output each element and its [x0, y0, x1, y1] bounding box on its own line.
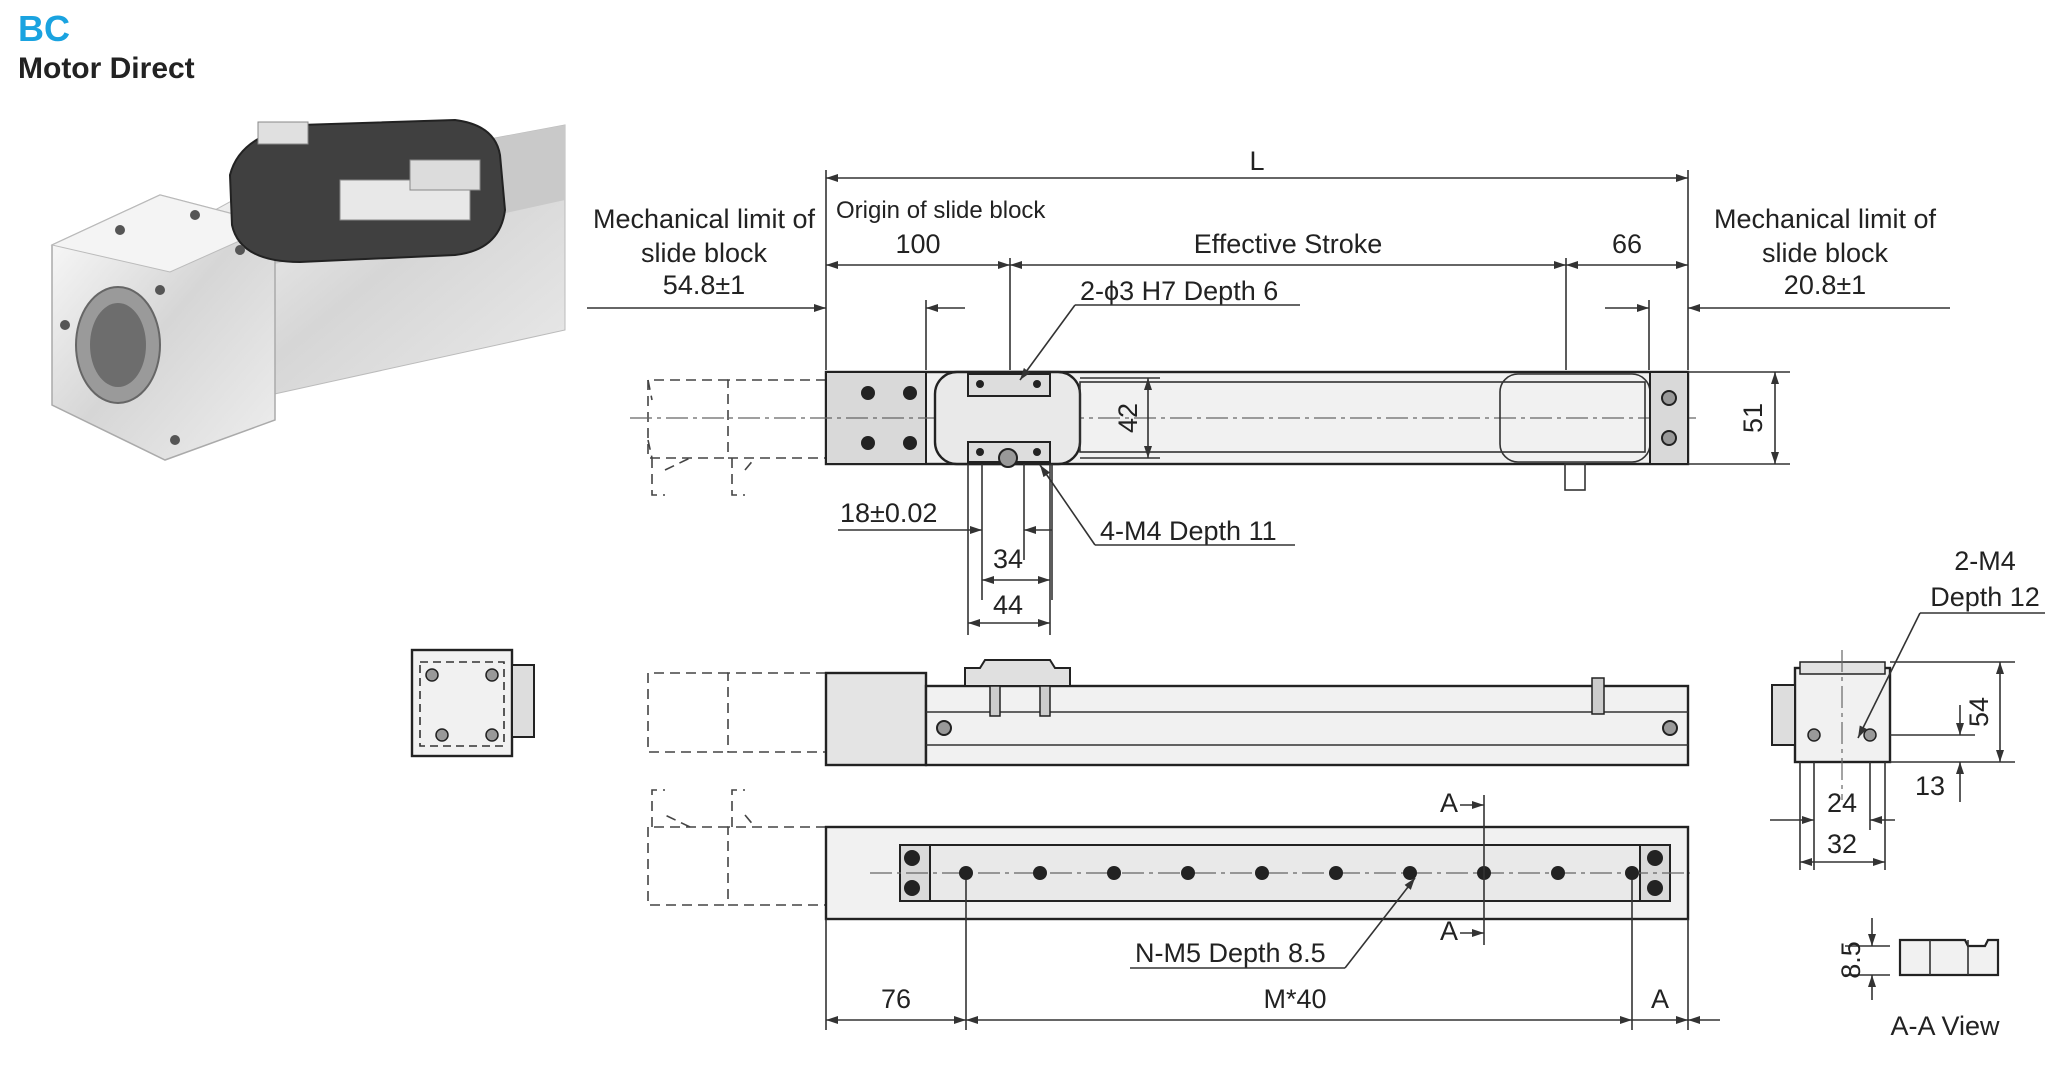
mech-limit-left-2: slide block	[641, 238, 768, 268]
left-end-view	[410, 648, 535, 758]
section-mark-bottom: A	[1440, 916, 1458, 946]
right-end-view: 2-M4 Depth 12 54 13 24 32	[1770, 546, 2045, 870]
dim-L: L	[1249, 146, 1264, 176]
mech-limit-right-val: 20.8±1	[1784, 270, 1866, 300]
series-name: Motor Direct	[18, 52, 195, 85]
dim-pin-pitch: 18±0.02	[840, 498, 937, 528]
section-view-label: A-A View	[1890, 1011, 2000, 1041]
mount-holes-callout: N-M5 Depth 8.5	[1135, 938, 1326, 968]
dim-M40: M*40	[1263, 984, 1326, 1014]
end-dim-24: 24	[1827, 788, 1857, 818]
tapped-holes-callout: 4-M4 Depth 11	[1100, 516, 1277, 546]
mech-limit-left-1: Mechanical limit of	[593, 204, 816, 234]
end-dim-54: 54	[1964, 697, 1994, 727]
mech-limit-right-1: Mechanical limit of	[1714, 204, 1937, 234]
section-dim-8-5: 8.5	[1836, 941, 1866, 979]
product-illustration	[50, 118, 566, 461]
pin-hole-callout: 2-ϕ3 H7 Depth 6	[1080, 276, 1278, 306]
section-aa-view: 8.5 A-A View	[1836, 918, 2000, 1041]
dim-34: 34	[993, 544, 1023, 574]
bottom-view: A A N-M5 Depth 8.5 76 M*40 A	[647, 788, 1720, 1030]
end-tap-line1: 2-M4	[1954, 546, 2016, 576]
dim-A: A	[1651, 984, 1669, 1014]
series-code: BC	[18, 8, 70, 49]
side-view	[647, 659, 1690, 767]
end-dim-13: 13	[1915, 771, 1945, 801]
dim-44: 44	[993, 590, 1023, 620]
section-mark-top: A	[1440, 788, 1458, 818]
dim-origin: 100	[895, 229, 940, 259]
page-header: BC Motor Direct	[18, 8, 195, 88]
dim-76: 76	[881, 984, 911, 1014]
end-dim-32: 32	[1827, 829, 1857, 859]
dim-42: 42	[1113, 403, 1143, 433]
mech-limit-right-2: slide block	[1762, 238, 1889, 268]
dim-51: 51	[1738, 403, 1768, 433]
top-view: L Origin of slide block 100 Effective St…	[587, 146, 1950, 635]
mech-limit-left-val: 54.8±1	[663, 270, 745, 300]
origin-label: Origin of slide block	[836, 197, 1046, 224]
stroke-label: Effective Stroke	[1194, 229, 1383, 259]
end-tap-line2: Depth 12	[1930, 582, 2040, 612]
dim-66: 66	[1612, 229, 1642, 259]
